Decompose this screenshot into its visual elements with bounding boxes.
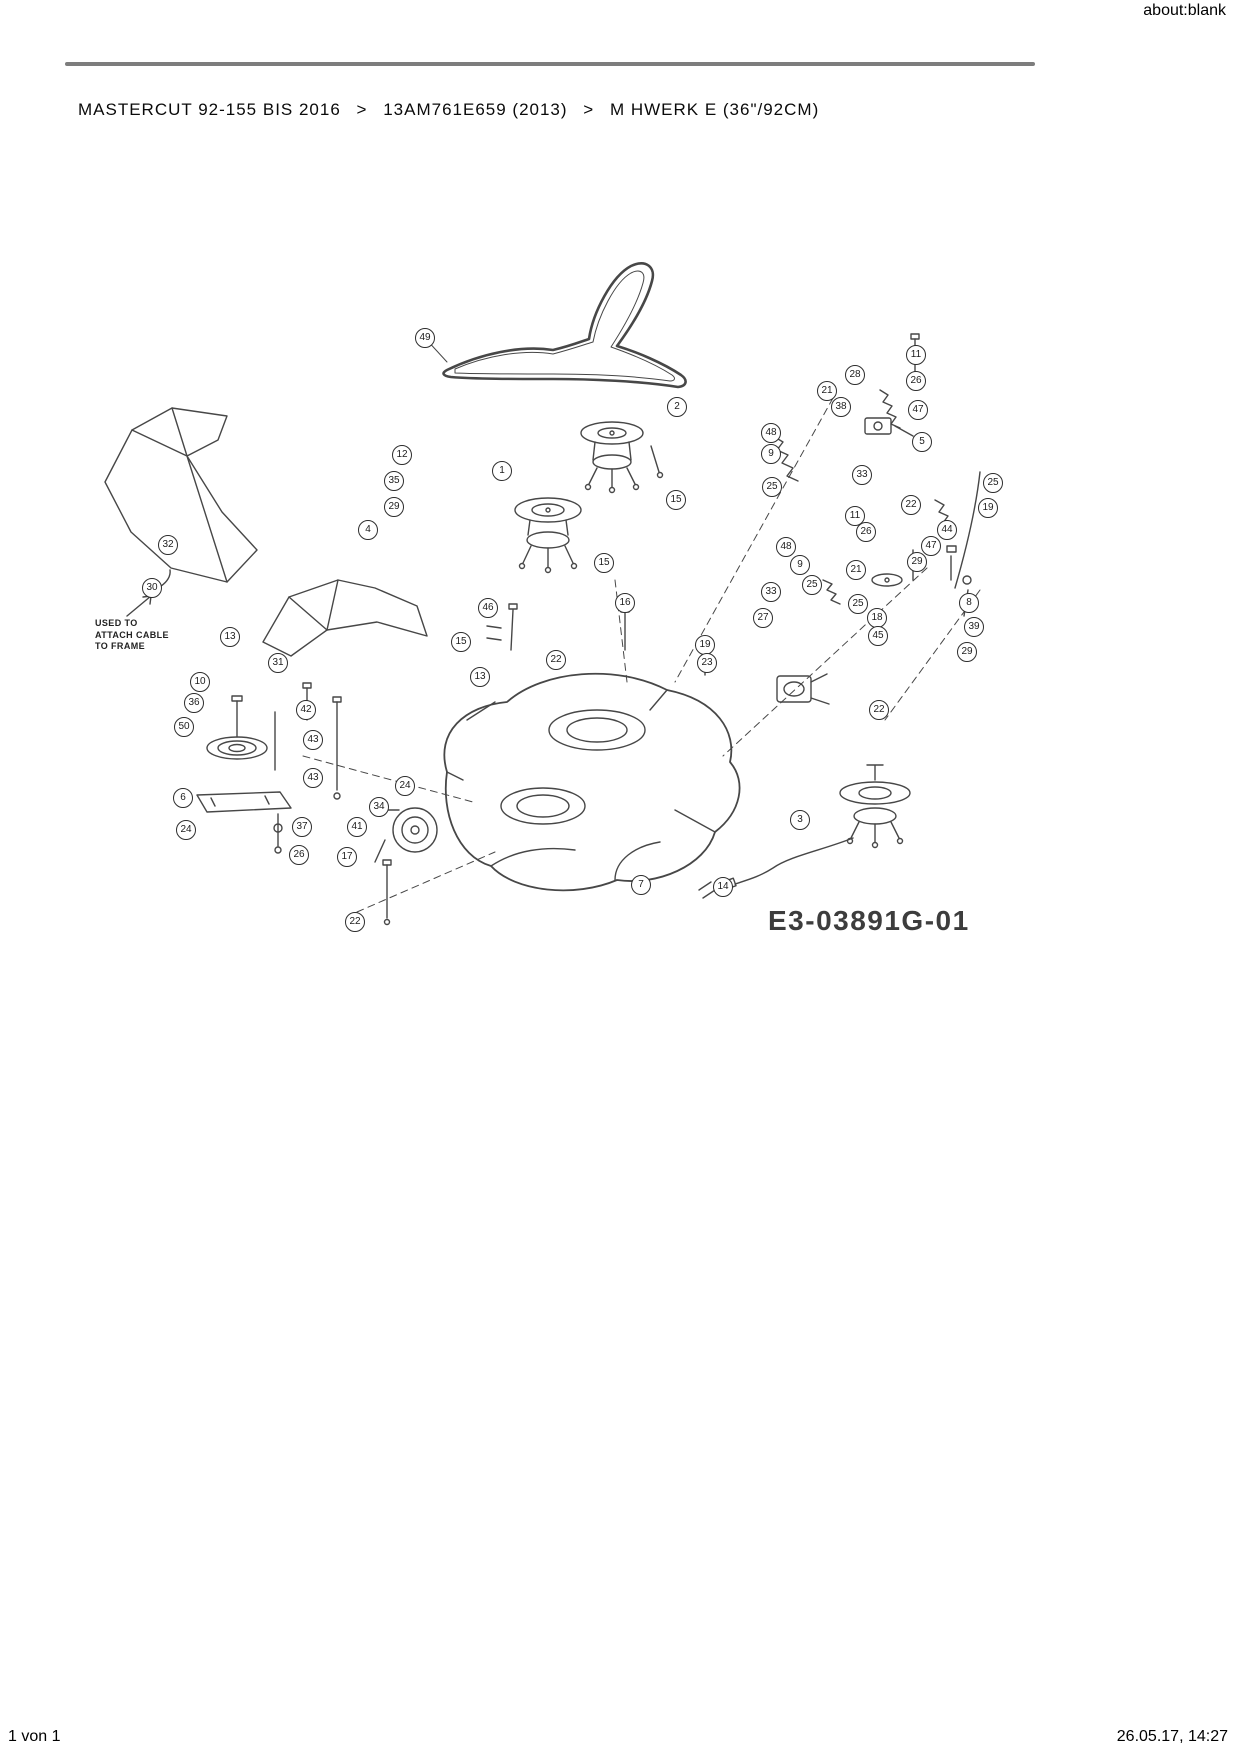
callout-50: 50: [174, 717, 194, 737]
callout-43: 43: [303, 730, 323, 750]
callout-17: 17: [337, 847, 357, 867]
callout-5: 5: [912, 432, 932, 452]
callout-15: 15: [666, 490, 686, 510]
callout-26: 26: [289, 845, 309, 865]
breadcrumb-section: M HWERK E (36"/92CM): [609, 100, 820, 119]
breadcrumb-separator: >: [356, 100, 368, 119]
callout-26: 26: [906, 371, 926, 391]
callout-47: 47: [908, 400, 928, 420]
callout-49: 49: [415, 328, 435, 348]
callout-15: 15: [594, 553, 614, 573]
breadcrumb-model: MASTERCUT 92-155 BIS 2016: [78, 100, 341, 119]
callout-11: 11: [845, 506, 865, 526]
callout-24: 24: [176, 820, 196, 840]
callout-47: 47: [921, 536, 941, 556]
print-timestamp: 26.05.17, 14:27: [1116, 1728, 1228, 1745]
browser-print-url: about:blank: [1143, 2, 1226, 19]
callout-12: 12: [392, 445, 412, 465]
callout-33: 33: [852, 465, 872, 485]
callout-41: 41: [347, 817, 367, 837]
callout-3: 3: [790, 810, 810, 830]
header-divider: [65, 62, 1035, 66]
callout-28: 28: [845, 365, 865, 385]
callout-19: 19: [978, 498, 998, 518]
callout-45: 45: [868, 626, 888, 646]
callout-2: 2: [667, 397, 687, 417]
callout-33: 33: [761, 582, 781, 602]
callout-21: 21: [846, 560, 866, 580]
diagram-part-code: E3-03891G-01: [768, 905, 970, 936]
callout-29: 29: [957, 642, 977, 662]
callout-46: 46: [478, 598, 498, 618]
callout-6: 6: [173, 788, 193, 808]
callout-13: 13: [220, 627, 240, 647]
callout-44: 44: [937, 520, 957, 540]
callout-11: 11: [906, 345, 926, 365]
callout-22: 22: [869, 700, 889, 720]
callout-25: 25: [848, 594, 868, 614]
diagram-line-art: [104, 262, 981, 926]
callout-13: 13: [470, 667, 490, 687]
exploded-parts-diagram: USED TO ATTACH CABLE TO FRAME E3-03891G-…: [75, 250, 1035, 960]
callout-29: 29: [384, 497, 404, 517]
callout-7: 7: [631, 875, 651, 895]
callout-10: 10: [190, 672, 210, 692]
note-line: USED TO: [95, 618, 138, 628]
callout-48: 48: [776, 537, 796, 557]
attach-cable-note: USED TO ATTACH CABLE TO FRAME: [95, 618, 169, 653]
callout-4: 4: [358, 520, 378, 540]
note-line: TO FRAME: [95, 641, 146, 652]
callout-35: 35: [384, 471, 404, 491]
callout-15: 15: [451, 632, 471, 652]
callout-43: 43: [303, 768, 323, 788]
callout-22: 22: [345, 912, 365, 932]
callout-14: 14: [713, 877, 733, 897]
breadcrumb-separator: >: [583, 100, 595, 119]
page-counter: 1 von 1: [8, 1728, 61, 1745]
callout-25: 25: [802, 575, 822, 595]
callout-34: 34: [369, 797, 389, 817]
callout-1: 1: [492, 461, 512, 481]
callout-38: 38: [831, 397, 851, 417]
callout-9: 9: [761, 444, 781, 464]
callout-9: 9: [790, 555, 810, 575]
callout-22: 22: [546, 650, 566, 670]
callout-8: 8: [959, 593, 979, 613]
callout-24: 24: [395, 776, 415, 796]
callout-26: 26: [856, 522, 876, 542]
callout-25: 25: [983, 473, 1003, 493]
callout-48: 48: [761, 423, 781, 443]
breadcrumb: MASTERCUT 92-155 BIS 2016 > 13AM761E659 …: [78, 100, 819, 120]
callout-32: 32: [158, 535, 178, 555]
callout-16: 16: [615, 593, 635, 613]
callout-36: 36: [184, 693, 204, 713]
callout-22: 22: [901, 495, 921, 515]
note-line: ATTACH CABLE: [95, 629, 169, 640]
callout-25: 25: [762, 477, 782, 497]
callout-29: 29: [907, 552, 927, 572]
callout-19: 19: [695, 635, 715, 655]
callout-42: 42: [296, 700, 316, 720]
callout-30: 30: [142, 578, 162, 598]
breadcrumb-serial: 13AM761E659 (2013): [383, 100, 568, 119]
callout-27: 27: [753, 608, 773, 628]
callout-23: 23: [697, 653, 717, 673]
callout-21: 21: [817, 381, 837, 401]
callout-31: 31: [268, 653, 288, 673]
callout-37: 37: [292, 817, 312, 837]
callout-18: 18: [867, 608, 887, 628]
callout-39: 39: [964, 617, 984, 637]
